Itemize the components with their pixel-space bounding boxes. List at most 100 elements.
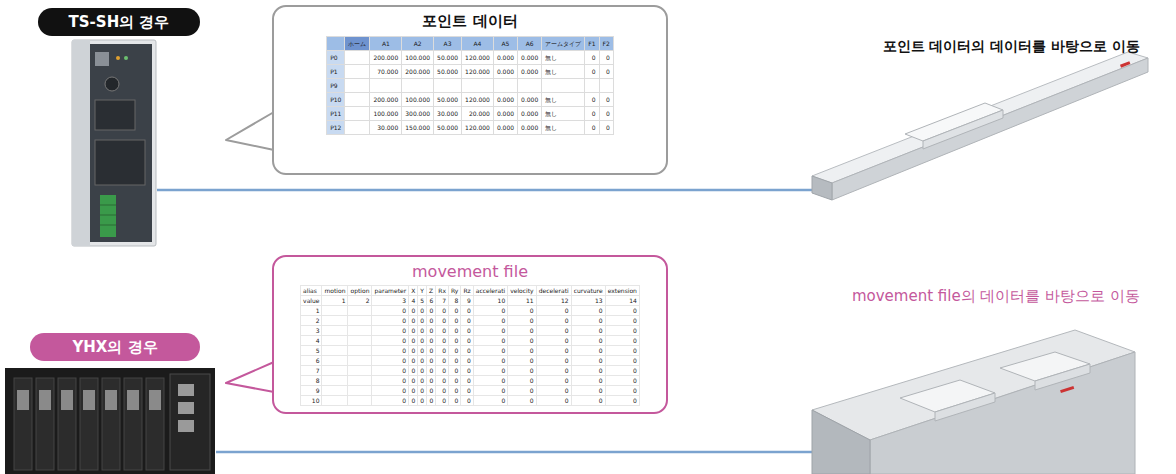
table-cell bbox=[462, 79, 494, 93]
table-cell-text: 0 bbox=[467, 307, 471, 314]
network-port bbox=[178, 402, 194, 414]
table-cell bbox=[542, 79, 585, 93]
table-cell-text: P1 bbox=[330, 68, 337, 75]
table-cell-text: Z bbox=[429, 287, 433, 294]
table-cell-text: P9 bbox=[330, 82, 337, 89]
table-cell-text: 0 bbox=[455, 377, 459, 384]
table-cell: 0 bbox=[508, 366, 536, 376]
table-cell-text: 0 bbox=[411, 337, 415, 344]
table-cell-text: 0 bbox=[455, 357, 459, 364]
table-cell-text: 0 bbox=[592, 68, 596, 75]
table-cell bbox=[348, 366, 372, 376]
table-cell-text: 0 bbox=[501, 387, 505, 394]
table-cell: 0 bbox=[508, 356, 536, 366]
table-cell-text: 2 bbox=[316, 317, 320, 324]
table-cell bbox=[322, 366, 348, 376]
table-cell: 6 bbox=[427, 296, 436, 306]
table-cell: 1 bbox=[301, 306, 322, 316]
table-cell: 0.000 bbox=[518, 107, 542, 121]
io-connector bbox=[95, 100, 135, 130]
table-cell bbox=[322, 386, 348, 396]
table-cell-text: 無し bbox=[545, 124, 557, 131]
table-cell-text: 0 bbox=[606, 110, 610, 117]
table-cell: 0 bbox=[473, 316, 508, 326]
table-cell-text: 0 bbox=[420, 397, 424, 404]
table-cell-text: 0 bbox=[633, 347, 637, 354]
table-cell: 200.000 bbox=[370, 51, 402, 65]
table-cell: 50.000 bbox=[434, 65, 462, 79]
table-cell: 0 bbox=[448, 306, 460, 316]
table-cell: 0 bbox=[418, 386, 427, 396]
table-cell-text: 0 bbox=[633, 327, 637, 334]
table-cell: P9 bbox=[327, 79, 345, 93]
table-cell: 0 bbox=[427, 366, 436, 376]
table-cell-text: 50.000 bbox=[437, 54, 458, 61]
table-cell-text: 120.000 bbox=[465, 68, 490, 75]
table-cell-text: 120.000 bbox=[465, 54, 490, 61]
table-cell-text: 1 bbox=[342, 297, 346, 304]
table-cell: 0 bbox=[536, 386, 571, 396]
robot-front bbox=[870, 352, 1135, 474]
table-cell-text: 無し bbox=[545, 68, 557, 75]
actuator-top bbox=[812, 52, 1148, 183]
table-cell-text: 0 bbox=[501, 347, 505, 354]
table-cell bbox=[348, 346, 372, 356]
table-cell-text: 0 bbox=[420, 367, 424, 374]
table-cell-text: 0 bbox=[455, 347, 459, 354]
table-cell-text: 20.000 bbox=[469, 110, 490, 117]
table-cell: 0 bbox=[599, 93, 613, 107]
network-port bbox=[178, 384, 194, 396]
table-cell-text: 0 bbox=[565, 347, 569, 354]
table-cell-text: 0 bbox=[565, 397, 569, 404]
table-cell-text: 100.000 bbox=[405, 54, 430, 61]
table-cell-text: 0 bbox=[411, 367, 415, 374]
terminal-line bbox=[100, 215, 116, 216]
table-cell-text: 12 bbox=[561, 297, 569, 304]
table-cell: P1 bbox=[327, 65, 345, 79]
table-cell-text: 200.000 bbox=[373, 96, 398, 103]
cable-line bbox=[157, 189, 812, 192]
table-cell-text: 無し bbox=[545, 54, 557, 61]
table-cell-text: 0 bbox=[599, 307, 603, 314]
actuator-front bbox=[832, 58, 1148, 200]
table-cell bbox=[348, 356, 372, 366]
table-cell: 0 bbox=[418, 366, 427, 376]
table-cell-text: 0 bbox=[565, 317, 569, 324]
table-cell: 無し bbox=[542, 107, 585, 121]
table-cell-text: 0 bbox=[599, 347, 603, 354]
table-cell: 12 bbox=[536, 296, 571, 306]
table-cell: 0 bbox=[372, 396, 409, 406]
table-cell: 0 bbox=[599, 65, 613, 79]
table-cell-text: 0 bbox=[633, 357, 637, 364]
table-cell: A6 bbox=[518, 37, 542, 51]
cpu-module bbox=[170, 374, 210, 470]
module-connector bbox=[83, 390, 95, 410]
table-cell: 0 bbox=[473, 356, 508, 366]
status-led bbox=[124, 56, 128, 60]
table-cell: 0 bbox=[571, 346, 605, 356]
table-cell-text: Rz bbox=[463, 287, 470, 294]
table-cell: 0 bbox=[448, 386, 460, 396]
table-cell bbox=[348, 376, 372, 386]
table-cell: 0 bbox=[427, 396, 436, 406]
table-cell-text: P10 bbox=[330, 96, 341, 103]
table-cell-text: 0 bbox=[467, 317, 471, 324]
table-cell: 50.000 bbox=[434, 51, 462, 65]
table-cell: 120.000 bbox=[462, 65, 494, 79]
table-cell bbox=[322, 336, 348, 346]
table-cell-text: X bbox=[411, 287, 415, 294]
brand-mark bbox=[1120, 61, 1130, 67]
table-cell: 6 bbox=[301, 356, 322, 366]
table-cell-text: 0 bbox=[420, 387, 424, 394]
table-cell: 5 bbox=[418, 296, 427, 306]
table-cell: 0 bbox=[409, 346, 418, 356]
table-cell: 0 bbox=[436, 336, 449, 346]
display-window bbox=[95, 52, 109, 66]
rack-module bbox=[80, 378, 98, 470]
table-cell: 0 bbox=[536, 336, 571, 346]
table-cell: A1 bbox=[370, 37, 402, 51]
table-cell-text: 0 bbox=[420, 357, 424, 364]
table-cell: A4 bbox=[462, 37, 494, 51]
table-cell: 0 bbox=[409, 366, 418, 376]
